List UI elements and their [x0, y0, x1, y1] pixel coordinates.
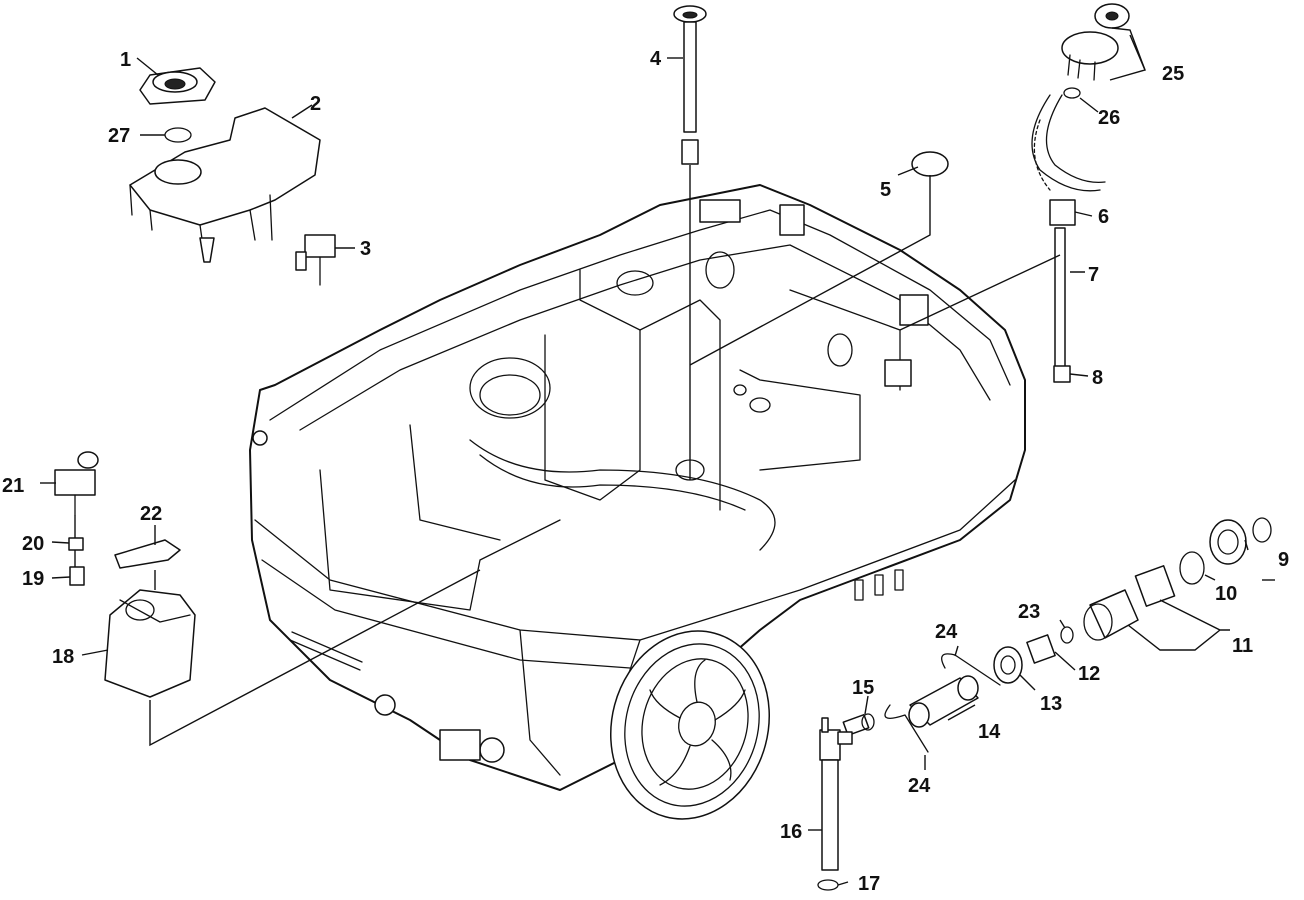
part-sleeve: [69, 566, 85, 586]
callout-1: 1: [120, 49, 131, 71]
part-hose: [908, 675, 979, 728]
callout-labels: 1 2 3 4 5 6 7 8 9 10 11 12 13 14 15 16 1…: [2, 48, 1289, 895]
part-filter-block: [104, 589, 196, 698]
callout-26: 26: [1098, 107, 1120, 129]
callout-6: 6: [1098, 206, 1109, 228]
callout-3: 3: [360, 238, 371, 260]
callout-12: 12: [1078, 663, 1100, 685]
part-o-ring: [164, 127, 192, 143]
callout-22: 22: [140, 503, 162, 525]
callout-10: 10: [1215, 583, 1237, 605]
part-sensor-assembly: [1049, 199, 1076, 383]
callout-24-upper: 24: [935, 621, 958, 643]
callout-20: 20: [22, 533, 44, 555]
part-tank-cover: [129, 107, 321, 263]
callout-2: 2: [310, 93, 321, 115]
part-connector-set: [1061, 3, 1130, 81]
callout-24-lower: 24: [908, 775, 931, 797]
part-valve: [295, 234, 336, 286]
part-couplings: [1083, 517, 1272, 641]
callout-27: 27: [108, 125, 130, 147]
callout-9: 9: [1278, 549, 1289, 571]
part-clip-lower: [884, 704, 929, 753]
part-small-valve: [54, 451, 99, 516]
part-fittings: [993, 626, 1074, 684]
part-shaft: [673, 5, 707, 480]
callout-4: 4: [650, 48, 662, 70]
leader-lines: [40, 27, 1275, 886]
callout-23: 23: [1018, 601, 1040, 623]
part-key: [114, 539, 181, 569]
callout-16: 16: [780, 821, 802, 843]
part-plug: [911, 151, 949, 177]
callout-11: 11: [1232, 635, 1253, 657]
wheel: [609, 630, 771, 820]
callout-7: 7: [1088, 264, 1099, 286]
callout-17: 17: [858, 873, 880, 895]
part-small-ring: [1063, 87, 1081, 99]
part-pipe: [817, 717, 853, 891]
callout-13: 13: [1040, 693, 1062, 715]
callout-18: 18: [52, 646, 74, 668]
callout-15: 15: [852, 677, 874, 699]
part-nipple: [842, 713, 875, 737]
callout-25: 25: [1162, 63, 1184, 85]
callout-8: 8: [1092, 367, 1103, 389]
part-cap: [139, 67, 216, 105]
callout-19: 19: [22, 568, 44, 590]
callout-5: 5: [880, 179, 891, 201]
hose-curves: [1031, 94, 1106, 192]
part-spacer: [68, 537, 84, 551]
callout-21: 21: [2, 475, 24, 497]
callout-14: 14: [978, 721, 1001, 743]
